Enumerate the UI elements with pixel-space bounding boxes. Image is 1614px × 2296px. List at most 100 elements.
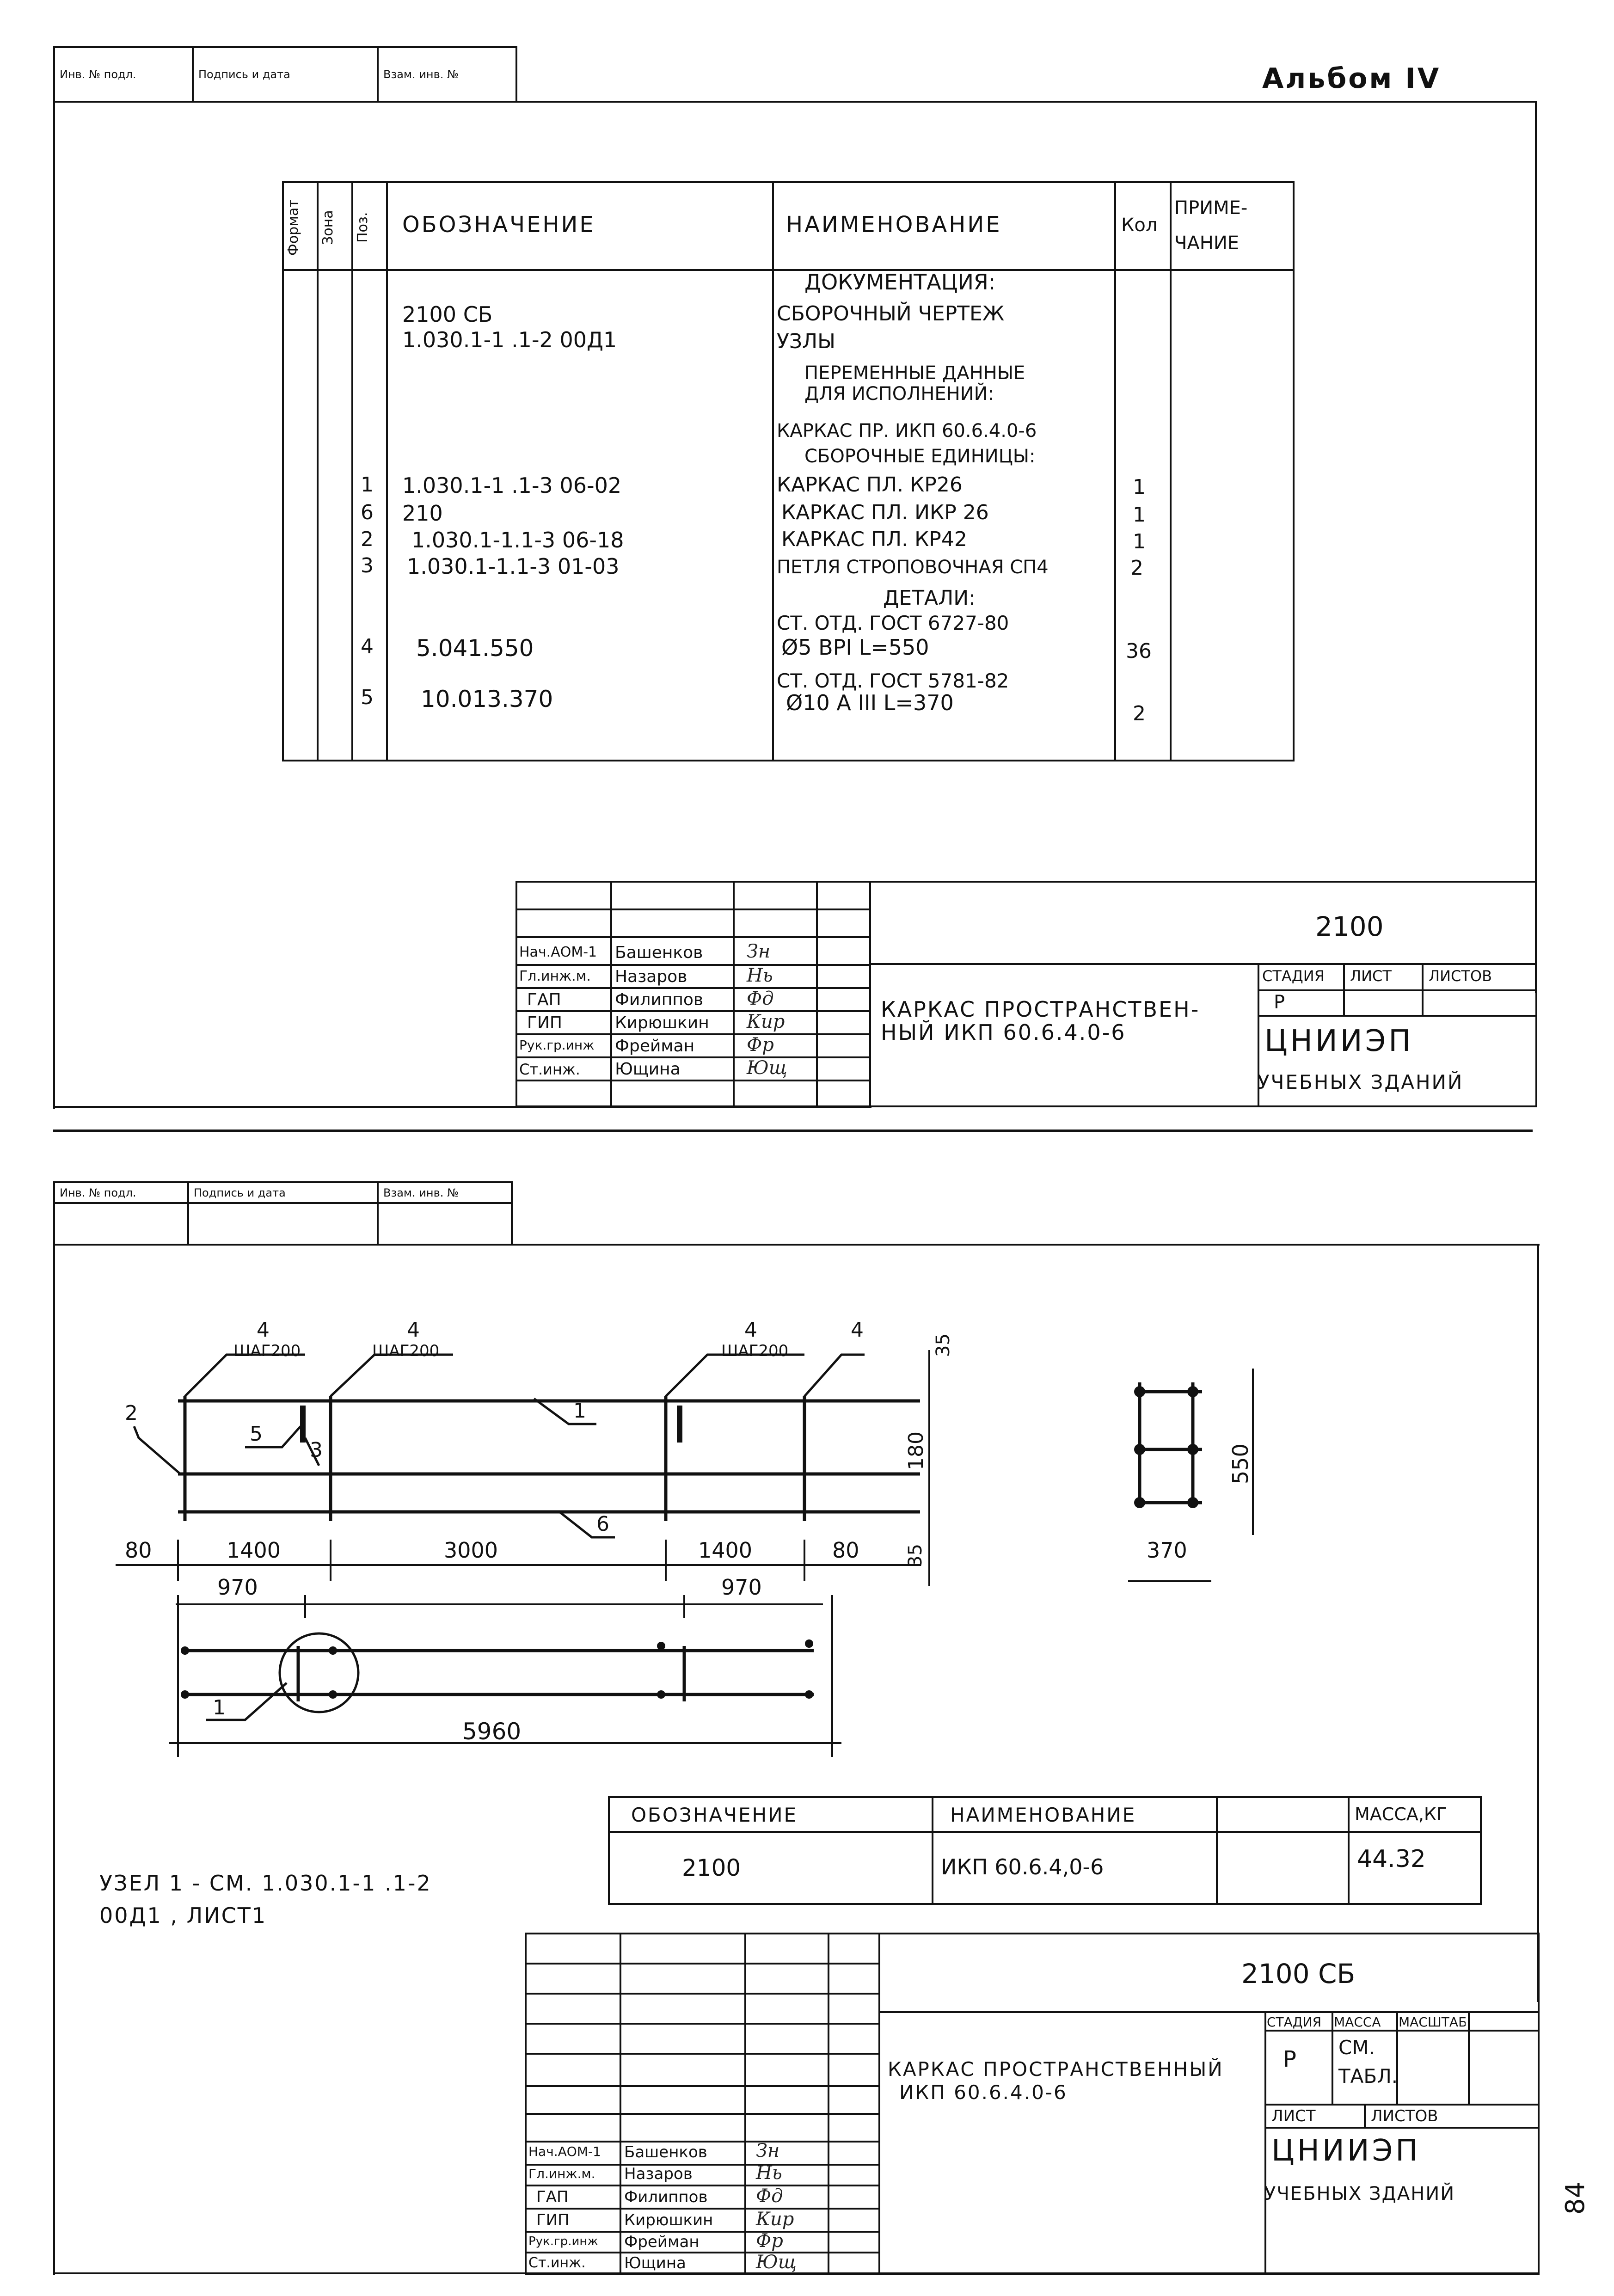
bar-dot <box>1187 1497 1198 1508</box>
tb-code: 2100 СБ <box>1241 1958 1356 1989</box>
bottom-stamp: Инв. № подл. Подпись и дата Взам. инв. № <box>53 1181 513 1246</box>
tb-massa-value: СМ. <box>1338 2036 1375 2059</box>
spec-name: ДЕТАЛИ: <box>883 586 976 610</box>
tb-org: УЧЕБНЫХ ЗДАНИЙ <box>1258 1071 1464 1093</box>
spec-name: ПЕРЕМЕННЫЕ ДАННЫЕ <box>804 362 1025 384</box>
leader-4 <box>330 1353 453 1397</box>
spec-poz: 2 <box>361 528 374 551</box>
spec-ob: 2100 СБ <box>402 302 493 327</box>
mass-rule <box>608 1831 1482 1833</box>
bar-dot <box>1187 1444 1198 1455</box>
leader-5 <box>245 1425 301 1449</box>
spec-outline <box>282 181 1295 761</box>
tb-rule <box>525 2252 878 2253</box>
tb-person: Фрейман <box>624 2233 700 2251</box>
tb-rule <box>525 2208 878 2210</box>
stamp-vzam: Взам. инв. № <box>377 46 517 103</box>
bar-dot <box>1134 1386 1145 1397</box>
tb-signature: Ющ <box>756 2252 797 2273</box>
plan-view <box>183 1632 814 1721</box>
leader-4 <box>184 1353 305 1397</box>
tb-role: Рук.гр.инж <box>519 1037 595 1053</box>
spec-header-rule <box>282 269 1295 271</box>
spec-name: Ø10 А III L=370 <box>786 690 954 715</box>
tb-rule <box>515 1080 869 1081</box>
bar-dot <box>805 1639 813 1648</box>
spec-h-naimenovanie: НАИМЕНОВАНИЕ <box>786 212 1002 238</box>
tb-rule <box>869 881 871 1107</box>
bar-dot <box>657 1690 665 1699</box>
mass-name: ИКП 60.6.4,0-6 <box>941 1854 1104 1879</box>
tb-person: Назаров <box>615 967 687 986</box>
tb-rule <box>869 963 1537 965</box>
top-frame-right <box>1535 101 1537 993</box>
bar-dot <box>329 1646 337 1655</box>
bar-dot <box>805 1690 813 1699</box>
leader-3 <box>304 1437 320 1467</box>
tb-person: Ющина <box>615 1060 681 1079</box>
spec-name: КАРКАС ПЛ. КР42 <box>781 528 967 551</box>
tb-rule <box>1396 2011 1398 2104</box>
tb-signature: Фр <box>756 2230 783 2252</box>
tb-listov-label: ЛИСТОВ <box>1429 967 1492 985</box>
dim-550: 550 <box>1228 1443 1253 1484</box>
label-pos-6: 6 <box>596 1512 609 1536</box>
mass-value: 44.32 <box>1357 1845 1426 1873</box>
spec-kol: 36 <box>1126 639 1152 663</box>
tb-rule <box>525 1963 878 1964</box>
album-label: Альбом IV <box>1262 62 1441 95</box>
tb-massa-label: МАССА <box>1334 2014 1381 2030</box>
tb-rule <box>525 2185 878 2186</box>
plan-dots <box>181 1639 813 1699</box>
dim-5960: 5960 <box>462 1718 522 1745</box>
spec-poz: 5 <box>361 686 374 709</box>
label-pos-4: 4 <box>407 1318 420 1342</box>
spec-name: СБОРОЧНЫЙ ЧЕРТЕЖ <box>777 302 1005 325</box>
label-step: ШАГ200 <box>233 1342 301 1360</box>
spec-h-kol: Кол <box>1121 215 1158 236</box>
tb-rule <box>515 1010 869 1012</box>
tb-rule <box>620 1933 621 2275</box>
label-pos-4: 4 <box>744 1318 757 1342</box>
tb-list-label: ЛИСТ <box>1350 967 1392 985</box>
spec-name: Ø5 ВРI L=550 <box>781 635 929 660</box>
section-dots <box>1134 1386 1198 1508</box>
leader-6 <box>558 1511 615 1539</box>
tb-rule <box>515 1056 869 1058</box>
stamp-inv-podl: Инв. № подл. <box>53 46 194 103</box>
spec-kol: 2 <box>1133 702 1146 725</box>
tb-rule <box>525 1993 878 1995</box>
spec-name: УЗЛЫ <box>777 330 835 353</box>
dim-80: 80 <box>125 1538 152 1563</box>
tb-rule <box>1264 2104 1540 2106</box>
node-note: УЗЕЛ 1 - СМ. 1.030.1-1 .1-2 <box>99 1871 432 1896</box>
tb-person: Филиппов <box>615 990 704 1009</box>
spec-name: СТ. ОТД. ГОСТ 5781-82 <box>777 669 1009 692</box>
tb-rule <box>525 2113 878 2115</box>
bottom-frame-left <box>53 1244 55 2275</box>
bar-dot <box>181 1690 189 1699</box>
tb-role: ГАП <box>536 2188 569 2206</box>
leader-4 <box>804 1353 865 1397</box>
spec-kol: 1 <box>1133 530 1146 553</box>
tb-signature: Фд <box>756 2185 783 2207</box>
leader-2 <box>133 1426 181 1475</box>
tb-person: Башенков <box>624 2143 707 2161</box>
tb-outline <box>515 881 1537 1107</box>
tb-rule <box>515 909 869 910</box>
tb-rule <box>515 964 869 966</box>
tb-rule <box>878 2011 1540 2013</box>
mass-h-ob: ОБОЗНАЧЕНИЕ <box>631 1804 798 1826</box>
tb-role: Нач.АОМ-1 <box>519 944 597 960</box>
spec-ob: 10.013.370 <box>421 686 553 712</box>
tb-rule <box>525 2164 878 2166</box>
tb-signature: Нь <box>756 2162 782 2184</box>
node-1-circle <box>278 1632 360 1713</box>
stamp-cell <box>187 1202 379 1246</box>
spec-ob: 1.030.1-1.1-3 01-03 <box>407 554 620 579</box>
spec-name: КАРКАС ПЛ. КР26 <box>777 473 963 497</box>
tb-rule <box>525 2085 878 2087</box>
tb-rule <box>525 2231 878 2233</box>
spec-col-rule <box>772 181 774 761</box>
tb-role: Ст.инж. <box>528 2255 586 2271</box>
